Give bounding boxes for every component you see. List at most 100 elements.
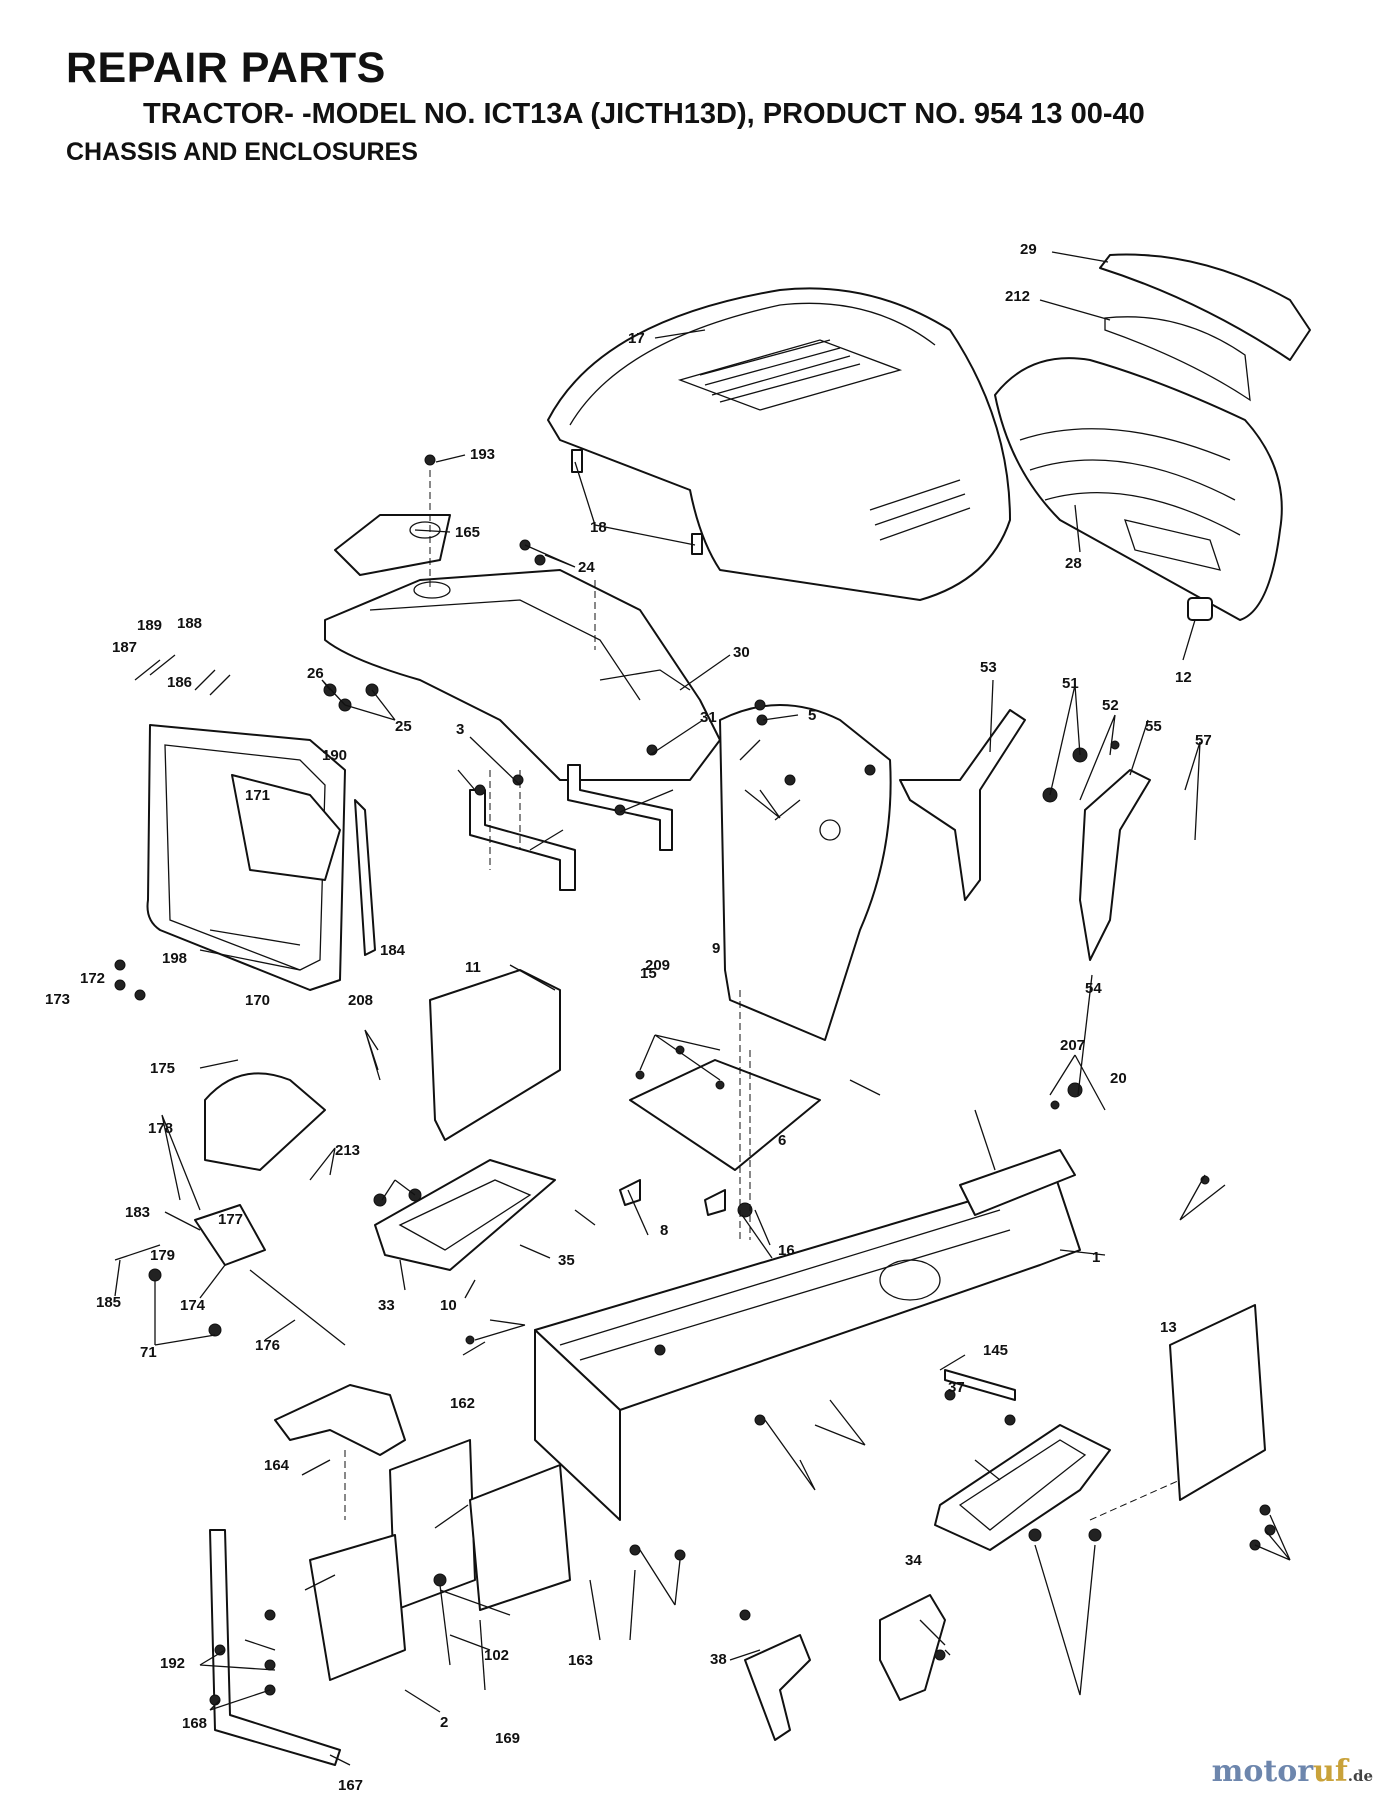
link-part bbox=[134, 654, 231, 696]
callout-label: 53 bbox=[980, 659, 997, 676]
trim-insert-part bbox=[1104, 316, 1251, 402]
support-rod-part bbox=[354, 799, 376, 956]
callout-label: 102 bbox=[484, 1647, 509, 1664]
callout-label: 212 bbox=[1005, 288, 1030, 305]
platform-6-part bbox=[629, 1059, 821, 1171]
callout-label: 52 bbox=[1102, 697, 1119, 714]
knob-part bbox=[1187, 597, 1213, 621]
clamp-part bbox=[619, 1179, 641, 1206]
logo-tld: .de bbox=[1347, 1767, 1373, 1785]
callout-label: 179 bbox=[150, 1247, 175, 1264]
callout-label: 18 bbox=[590, 519, 607, 536]
rear-enclosure-part bbox=[994, 357, 1283, 621]
callout-labels: 29 212 17 18 28 12 193 165 24 30 26 25 3… bbox=[45, 241, 1212, 1794]
logo-brand-a: motor bbox=[1211, 1754, 1314, 1789]
callout-label: 145 bbox=[983, 1342, 1008, 1359]
callout-label: 24 bbox=[578, 559, 595, 576]
callout-label: 178 bbox=[148, 1120, 173, 1137]
callout-label: 176 bbox=[255, 1337, 280, 1354]
callout-label: 190 bbox=[322, 747, 347, 764]
callout-label: 16 bbox=[778, 1242, 795, 1259]
callout-label: 35 bbox=[558, 1252, 575, 1269]
bracket-53-part bbox=[899, 709, 1026, 901]
callout-label: 51 bbox=[1062, 675, 1079, 692]
footrest-34-part bbox=[934, 1424, 1111, 1551]
callout-label: 38 bbox=[710, 1651, 727, 1668]
bracket-left-part bbox=[469, 789, 576, 891]
callout-label: 20 bbox=[1110, 1070, 1127, 1087]
callout-label: 162 bbox=[450, 1395, 475, 1412]
callout-label: 55 bbox=[1145, 718, 1162, 735]
callout-label: 28 bbox=[1065, 555, 1082, 572]
callout-label: 169 bbox=[495, 1730, 520, 1747]
callout-label: 15 bbox=[640, 965, 657, 982]
callout-label: 174 bbox=[180, 1297, 206, 1314]
callout-label: 172 bbox=[80, 970, 105, 987]
cup-holder-part bbox=[334, 514, 451, 576]
mount-177-part bbox=[194, 1204, 266, 1266]
main-frame-part bbox=[534, 1149, 1081, 1521]
callout-label: 33 bbox=[378, 1297, 395, 1314]
callout-label: 29 bbox=[1020, 241, 1037, 258]
leader-lines bbox=[114, 251, 1291, 1766]
callout-label: 6 bbox=[778, 1132, 786, 1149]
callout-label: 183 bbox=[125, 1204, 150, 1221]
callout-label: 30 bbox=[733, 644, 750, 661]
callout-label: 54 bbox=[1085, 980, 1102, 997]
callout-label: 185 bbox=[96, 1294, 121, 1311]
callout-label: 207 bbox=[1060, 1037, 1085, 1054]
callout-label: 37 bbox=[948, 1379, 965, 1396]
callout-label: 71 bbox=[140, 1344, 157, 1361]
assembly-lines bbox=[344, 470, 1181, 1521]
callout-label: 188 bbox=[177, 615, 202, 632]
bracket-38-left-part bbox=[744, 1634, 811, 1741]
callout-label: 163 bbox=[568, 1652, 593, 1669]
top-trim-part bbox=[1099, 253, 1311, 361]
rear-panel-13-part bbox=[1169, 1304, 1266, 1501]
callout-label: 9 bbox=[712, 940, 720, 957]
callout-label: 25 bbox=[395, 718, 412, 735]
callout-label: 184 bbox=[380, 942, 406, 959]
plate-2-part bbox=[309, 1534, 406, 1681]
callout-label: 1 bbox=[1092, 1249, 1100, 1266]
callout-label: 34 bbox=[905, 1552, 922, 1569]
callout-label: 12 bbox=[1175, 669, 1192, 686]
dash-support-part bbox=[719, 704, 892, 1041]
front-panel-part bbox=[146, 724, 346, 991]
callout-label: 8 bbox=[660, 1222, 668, 1239]
callout-label: 186 bbox=[167, 674, 192, 691]
bracket-164-part bbox=[274, 1384, 406, 1456]
callout-label: 209 bbox=[645, 957, 670, 974]
dash-panel-part bbox=[324, 569, 721, 781]
callout-label: 168 bbox=[182, 1715, 207, 1732]
callout-label: 171 bbox=[245, 787, 270, 804]
callout-label: 208 bbox=[348, 992, 373, 1009]
plate-55-part bbox=[1079, 769, 1151, 961]
callout-label: 5 bbox=[808, 707, 816, 724]
page-title: REPAIR PARTS bbox=[66, 44, 386, 92]
callout-label: 189 bbox=[137, 617, 162, 634]
side-panel-11-part bbox=[429, 969, 561, 1141]
callout-label: 193 bbox=[470, 446, 495, 463]
callout-label: 187 bbox=[112, 639, 137, 656]
callout-label: 10 bbox=[440, 1297, 457, 1314]
callout-label: 170 bbox=[245, 992, 270, 1009]
callout-label: 31 bbox=[700, 709, 717, 726]
callout-label: 2 bbox=[440, 1714, 448, 1731]
callout-label: 3 bbox=[456, 721, 464, 738]
callout-label: 177 bbox=[218, 1211, 243, 1228]
callout-label: 192 bbox=[160, 1655, 185, 1672]
rod-176-part bbox=[249, 1269, 346, 1346]
model-subtitle: TRACTOR- -MODEL NO. ICT13A (JICTH13D), P… bbox=[143, 98, 1145, 130]
watermark-logo: motoruf.de bbox=[1212, 1754, 1373, 1789]
callout-label: 57 bbox=[1195, 732, 1212, 749]
callout-label: 11 bbox=[465, 959, 481, 976]
callout-label: 198 bbox=[162, 950, 187, 967]
callout-label: 164 bbox=[264, 1457, 290, 1474]
callout-label: 17 bbox=[628, 330, 645, 347]
hood-part bbox=[547, 287, 1011, 601]
bracket-38-right-part bbox=[879, 1594, 946, 1701]
callout-label: 213 bbox=[335, 1142, 360, 1159]
footrest-33-part bbox=[374, 1159, 556, 1271]
